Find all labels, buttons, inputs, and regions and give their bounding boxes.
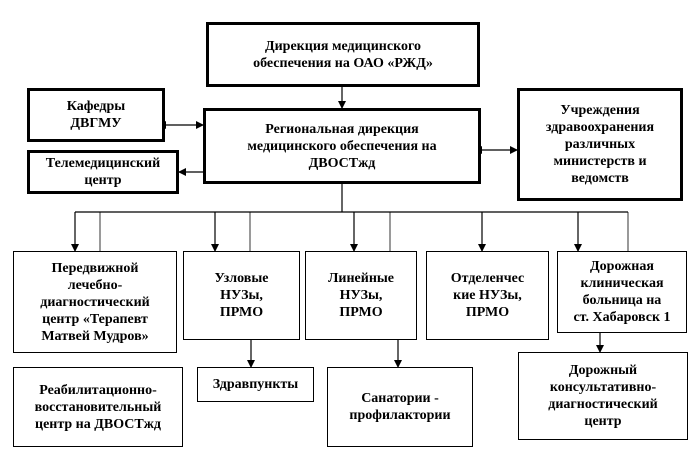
box-regional: Региональная дирекция медицинского обесп… [203,108,481,184]
box-sanatoria: Санатории - профилактории [327,367,473,447]
box-rehab: Реабилитационно- восстановительный центр… [13,367,183,447]
box-telemedicine: Телемедицинский центр [27,150,179,194]
box-directorate: Дирекция медицинского обеспечения на ОАО… [206,22,480,87]
box-linear: Линейные НУЗы, ПРМО [305,251,417,340]
box-nodal: Узловые НУЗы, ПРМО [183,251,300,340]
box-branch: Отделенчес кие НУЗы, ПРМО [426,251,549,340]
box-institutions: Учреждения здравоохранения различных мин… [517,88,683,201]
box-consult-center: Дорожный консультативно- диагностический… [518,352,688,440]
box-hospital: Дорожная клиническая больница на ст. Хаб… [557,251,687,333]
box-departments: Кафедры ДВГМУ [27,88,165,142]
box-health-posts: Здравпункты [197,367,314,402]
box-mobile-center: Передвижной лечебно- диагностический цен… [13,251,177,353]
